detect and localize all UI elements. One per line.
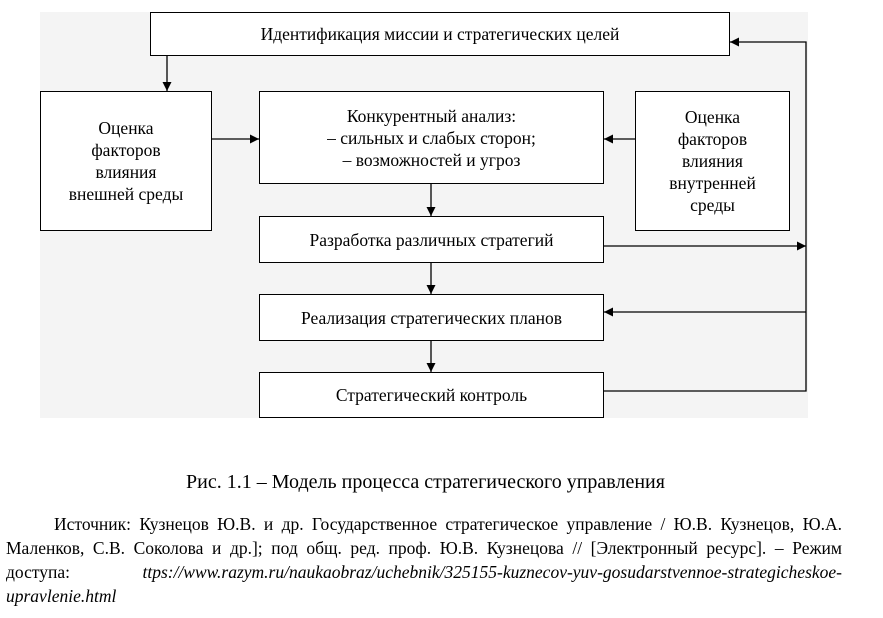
source-note: Источник: Кузнецов Ю.В. и др. Государств… <box>6 512 842 608</box>
competitive-line-3: – возможностей и угроз <box>342 149 521 170</box>
source-url: ttps://www.razym.ru/naukaobraz/uchebnik/… <box>6 562 842 606</box>
internal-line-4: внутренней <box>669 173 756 193</box>
source-text: Источник: Кузнецов Ю.В. и др. Государств… <box>6 514 842 582</box>
control-box: Стратегический контроль <box>259 372 604 418</box>
internal-line-1: Оценка <box>684 107 741 127</box>
internal-line-3: влияния <box>682 151 743 171</box>
flow-connectors <box>162 37 807 392</box>
internal-line-5: среды <box>690 195 735 215</box>
external-line-4: внешней среды <box>68 184 184 204</box>
internal-line-2: факторов <box>677 129 748 149</box>
competitive-line-1: Конкурентный анализ: <box>346 105 517 126</box>
external-line-3: влияния <box>95 162 157 182</box>
implementation-label: Реализация стратегических планов <box>301 307 562 328</box>
strategies-label: Разработка различных стратегий <box>309 229 554 250</box>
feedback-control-to-mission <box>604 37 807 392</box>
external-line-1: Оценка <box>98 118 154 138</box>
external-line-2: факторов <box>91 140 161 160</box>
strategies-box: Разработка различных стратегий <box>259 216 604 263</box>
control-label: Стратегический контроль <box>335 385 528 405</box>
mission-box: Идентификация миссии и стратегических це… <box>150 12 730 56</box>
external-factors-box: Оценка факторов влияния внешней среды <box>40 91 212 231</box>
implementation-box: Реализация стратегических планов <box>259 294 604 341</box>
figure-caption: Рис. 1.1 – Модель процесса стратегическо… <box>186 471 665 493</box>
competitive-line-2: – сильных и слабых сторон; <box>327 127 536 148</box>
competitive-analysis-box: Конкурентный анализ: – сильных и слабых … <box>259 91 604 184</box>
internal-factors-box: Оценка факторов влияния внутренней среды <box>635 91 790 231</box>
mission-label: Идентификация миссии и стратегических це… <box>260 24 620 44</box>
